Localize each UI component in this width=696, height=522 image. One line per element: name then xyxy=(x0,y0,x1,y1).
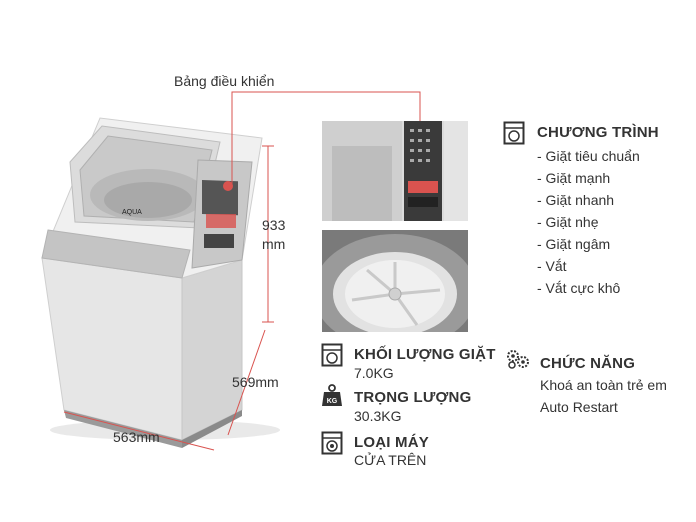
control-panel-photo xyxy=(322,121,468,221)
spec-title-weight: TRỌNG LƯỢNG xyxy=(354,389,472,406)
program-item: - Vắt xyxy=(537,258,567,274)
program-item: - Giặt tiêu chuẩn xyxy=(537,148,640,164)
spec-title-machine-type: LOẠI MÁY xyxy=(354,434,429,451)
brand-label: AQUA xyxy=(122,209,142,216)
programs-title: CHƯƠNG TRÌNH xyxy=(537,124,659,141)
program-item: - Vắt cực khô xyxy=(537,280,621,296)
spec-title-wash-capacity: KHỐI LƯỢNG GIẶT xyxy=(354,346,496,363)
features-title: CHỨC NĂNG xyxy=(540,355,636,372)
program-item: - Giặt nhanh xyxy=(537,192,615,208)
washer-type-icon xyxy=(321,431,343,455)
drum-photo xyxy=(322,230,468,332)
feature-item: Khoá an toàn trẻ em xyxy=(540,377,667,393)
spec-value-machine-type: CỬA TRÊN xyxy=(354,452,427,468)
spec-value-wash-capacity: 7.0KG xyxy=(354,365,394,381)
height-value: 933 xyxy=(262,217,286,233)
program-item: - Giặt nhẹ xyxy=(537,214,599,230)
feature-item: Auto Restart xyxy=(540,399,618,415)
height-unit: mm xyxy=(262,236,286,252)
programs-list: - Giặt tiêu chuẩn - Giặt mạnh - Giặt nha… xyxy=(537,145,640,299)
kg-weight-icon: KG xyxy=(322,384,342,406)
svg-text:KG: KG xyxy=(327,398,338,405)
washer-weight-icon xyxy=(321,343,343,367)
program-item: - Giặt mạnh xyxy=(537,170,611,186)
washer-program-icon xyxy=(503,121,525,145)
width-label: 563mm xyxy=(113,429,160,445)
program-item: - Giặt ngâm xyxy=(537,236,611,252)
spec-value-weight: 30.3KG xyxy=(354,408,402,424)
feature-gears-icon xyxy=(507,350,529,369)
depth-label: 569mm xyxy=(232,374,279,390)
control-panel-label: Bảng điều khiển xyxy=(174,73,275,89)
washing-machine-image: AQUA xyxy=(41,117,280,448)
